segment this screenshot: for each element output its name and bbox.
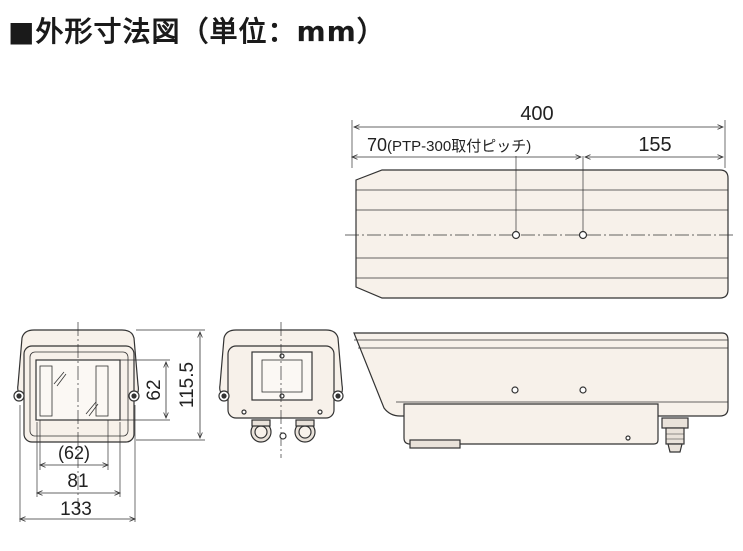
- dim-pitch-label: 70: [367, 135, 387, 155]
- cable-gland: [294, 419, 316, 443]
- dim-inner-width: (62): [40, 443, 108, 465]
- mount-hole: [511, 386, 519, 394]
- dim-front-offset: 155: [585, 134, 723, 157]
- cable-gland: [661, 417, 689, 453]
- cable-gland: [250, 419, 272, 443]
- page-title: ■外形寸法図（単位：mm）: [8, 15, 386, 48]
- dim-total-height: 115.5: [177, 332, 200, 438]
- mount-hole: [578, 230, 588, 240]
- rear-view-panel: [251, 351, 313, 401]
- dim-total-height-label: 115.5: [177, 362, 198, 408]
- dim-mid-width: 81: [37, 471, 120, 493]
- dim-total-length: 400: [354, 103, 723, 127]
- front-view: [13, 322, 205, 522]
- dim-inner-width-label: (62): [58, 443, 90, 463]
- top-view-outline: [355, 169, 729, 299]
- top-view: [345, 120, 735, 299]
- side-view-body: [353, 332, 729, 417]
- dim-pitch: 70 (PTP-300取付ピッチ): [352, 135, 581, 157]
- dim-total-width: 133: [20, 499, 135, 520]
- mount-hole: [511, 230, 521, 240]
- mount-hole: [579, 386, 587, 394]
- side-view-base: [403, 403, 659, 445]
- dim-total-length-label: 400: [520, 103, 553, 125]
- rear-view: [218, 322, 344, 458]
- side-view: [353, 332, 729, 453]
- dim-inner-height: 62: [144, 362, 166, 418]
- dim-mid-width-label: 81: [67, 471, 88, 492]
- dim-front-offset-label: 155: [638, 134, 671, 156]
- dim-pitch-note: (PTP-300取付ピッチ): [387, 138, 531, 155]
- dim-inner-height-label: 62: [144, 379, 165, 400]
- dim-total-width-label: 133: [60, 499, 92, 520]
